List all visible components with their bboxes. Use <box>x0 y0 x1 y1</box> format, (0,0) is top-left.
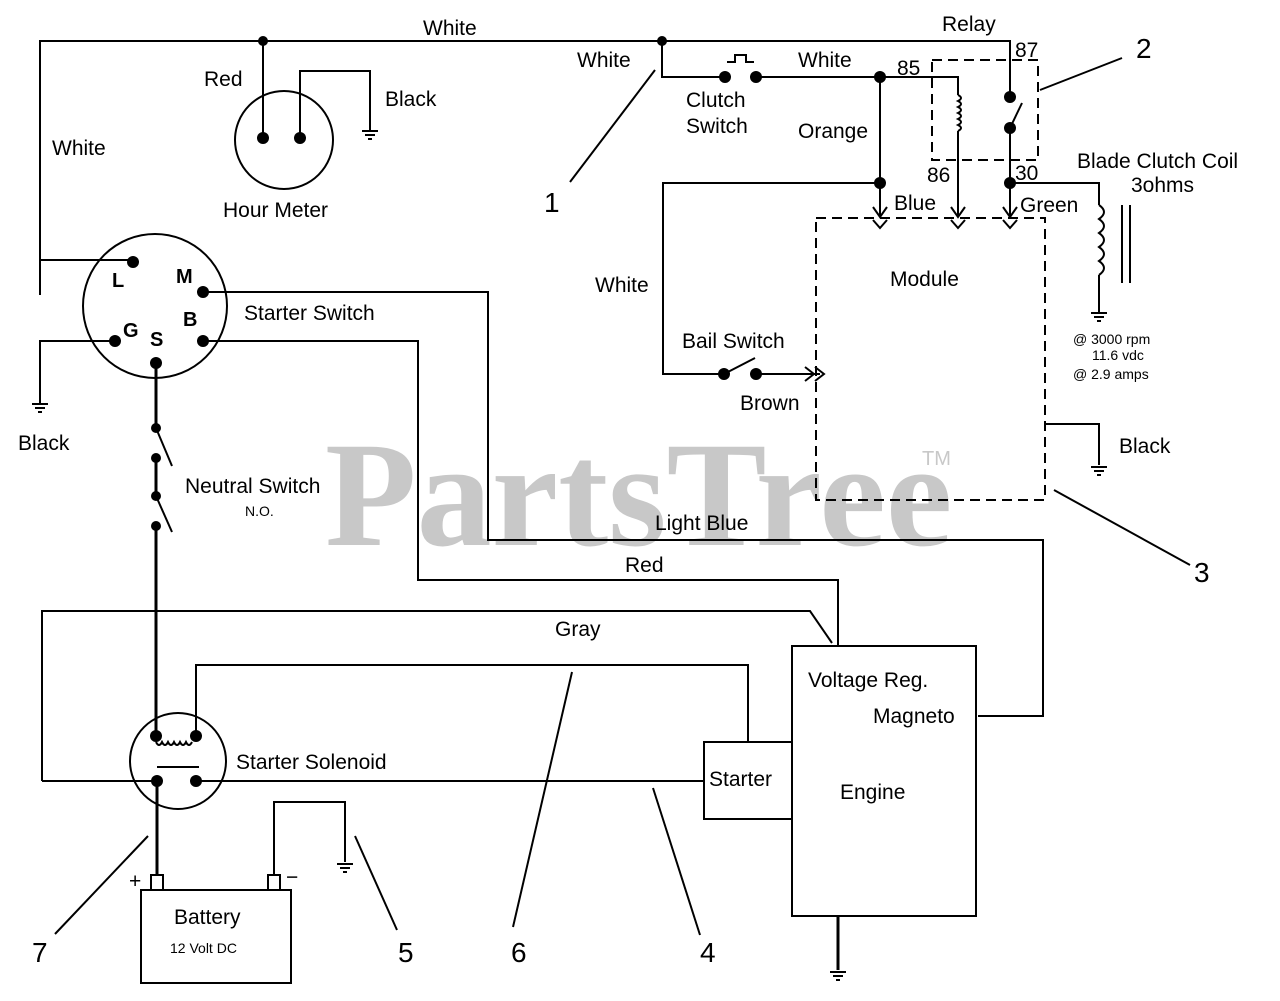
ground-icon <box>32 403 48 413</box>
ground-icon <box>1091 312 1107 322</box>
label-battery-spec: 12 Volt DC <box>170 940 237 956</box>
label-clutch-white-left: White <box>577 49 631 72</box>
label-hour-meter: Hour Meter <box>223 199 328 222</box>
label-hour-red: Red <box>204 68 243 91</box>
label-blade-clutch-coil: Blade Clutch Coil <box>1077 150 1238 173</box>
label-brown: Brown <box>740 392 800 415</box>
watermark: PartsTree <box>325 412 952 578</box>
battery-minus: − <box>286 866 298 889</box>
label-clutch-line1: Clutch <box>686 89 746 112</box>
pin-S: S <box>150 329 163 351</box>
pin-G: G <box>123 320 139 342</box>
label-battery: Battery <box>174 906 241 929</box>
starter-box <box>703 741 793 820</box>
pin-M: M <box>176 266 193 288</box>
pin-B: B <box>183 309 197 331</box>
callout-1: 1 <box>544 187 560 218</box>
wire-solenoid-starter <box>195 664 749 742</box>
relay-coil-icon <box>955 94 962 132</box>
label-neutral-switch: Neutral Switch <box>185 475 320 498</box>
label-bail-switch: Bail Switch <box>682 330 785 353</box>
label-relay: Relay <box>942 13 996 36</box>
wire-gray <box>41 610 833 781</box>
label-gray: Gray <box>555 618 601 641</box>
relay-pin-87: 87 <box>1015 39 1038 62</box>
engine <box>703 645 977 981</box>
coil-spec-amps: @ 2.9 amps <box>1073 366 1149 382</box>
starter-solenoid <box>129 712 227 875</box>
hour-meter <box>234 41 378 190</box>
callout-5: 5 <box>398 937 414 968</box>
ground-icon <box>1091 466 1107 476</box>
arrow-icon <box>804 366 816 382</box>
callout-3: 3 <box>1194 557 1210 588</box>
label-hour-black: Black <box>385 88 437 111</box>
callout-4: 4 <box>700 937 716 968</box>
neutral-switch <box>151 363 173 736</box>
label-neutral-no: N.O. <box>245 503 274 519</box>
relay-pin-30: 30 <box>1015 162 1038 185</box>
label-magneto: Magneto <box>873 705 955 728</box>
label-engine: Engine <box>840 781 905 804</box>
wire-light-blue <box>203 291 1044 717</box>
callout-6: 6 <box>511 937 527 968</box>
blade-clutch-coil <box>1010 182 1131 322</box>
label-light-blue: Light Blue <box>655 512 748 535</box>
label-orange: Orange <box>798 120 868 143</box>
ground-icon <box>337 863 353 873</box>
coil-spec-vdc: 11.6 vdc <box>1092 347 1144 363</box>
label-blue: Blue <box>894 192 936 215</box>
ground-icon <box>830 971 846 981</box>
callout-2: 2 <box>1136 33 1152 64</box>
pin-L: L <box>112 270 124 292</box>
label-starter-solenoid: Starter Solenoid <box>236 751 387 774</box>
label-green: Green <box>1020 194 1078 217</box>
label-red: Red <box>625 554 664 577</box>
starter-switch <box>32 233 228 413</box>
label-switch-black: Black <box>18 432 70 455</box>
label-voltage-reg: Voltage Reg. <box>808 669 928 692</box>
label-starter-switch: Starter Switch <box>244 302 375 325</box>
coil-icon <box>155 739 193 746</box>
ground-icon <box>362 130 378 140</box>
label-module: Module <box>890 268 959 291</box>
module <box>815 217 1107 501</box>
relay-pin-86: 86 <box>927 164 950 187</box>
relay-pin-85: 85 <box>897 57 920 80</box>
coil-spec-rpm: @ 3000 rpm <box>1073 331 1150 347</box>
label-coil-resistance: 3ohms <box>1131 174 1194 197</box>
label-top-white: White <box>423 17 477 40</box>
clutch-switch <box>661 41 880 83</box>
callouts: 1 2 3 4 5 6 7 <box>32 33 1210 968</box>
label-bail-white: White <box>595 274 649 297</box>
label-module-black: Black <box>1119 435 1171 458</box>
pushbutton-icon <box>727 54 754 63</box>
label-left-white: White <box>52 137 106 160</box>
clutch-coil-icon <box>1097 204 1105 276</box>
label-clutch-white-right: White <box>798 49 852 72</box>
battery <box>140 801 353 984</box>
wire-top-white <box>39 36 1011 295</box>
battery-plus: + <box>129 870 141 893</box>
callout-7: 7 <box>32 937 48 968</box>
watermark-tm: TM <box>922 448 951 470</box>
label-starter: Starter <box>709 768 772 791</box>
bail-switch <box>662 182 880 382</box>
label-clutch-line2: Switch <box>686 115 748 138</box>
